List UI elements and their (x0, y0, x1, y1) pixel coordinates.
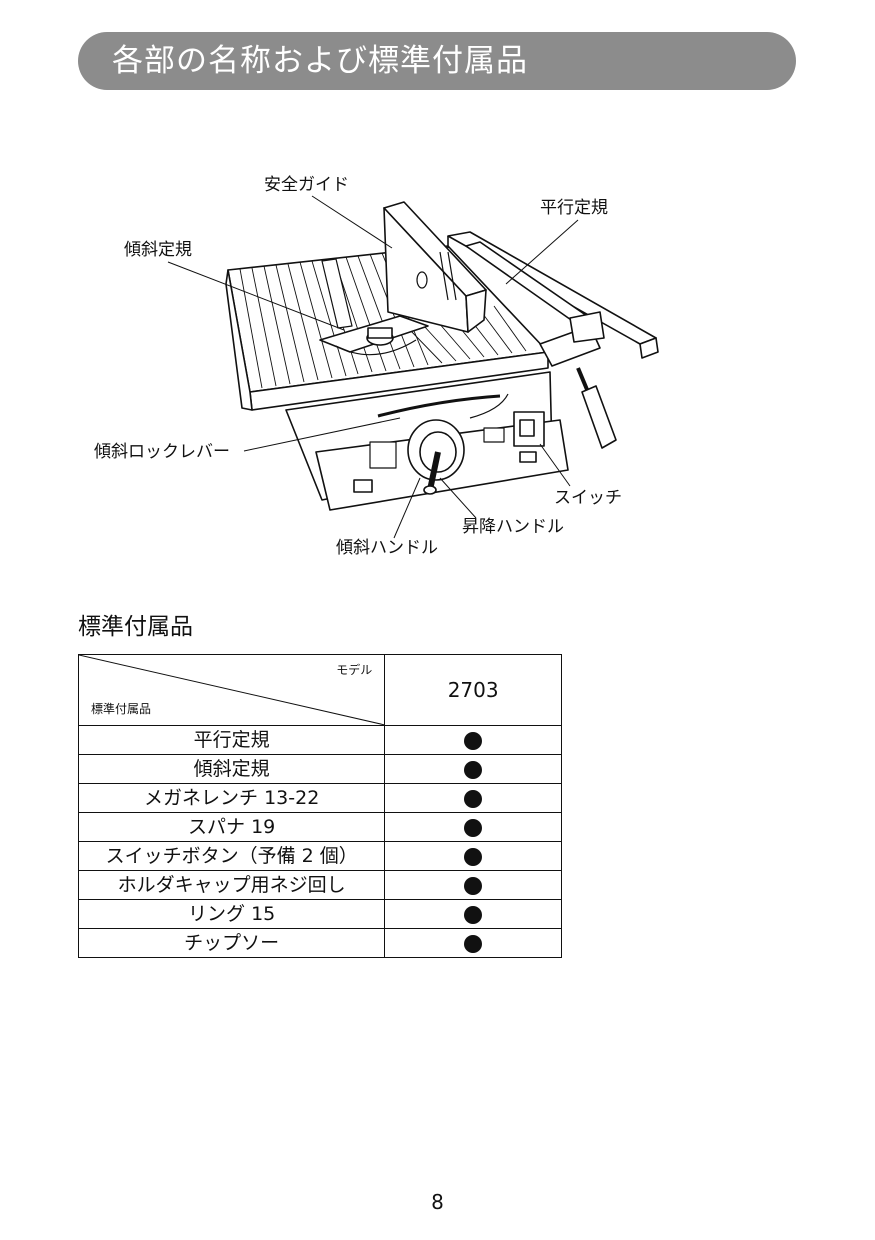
accessory-name: スイッチボタン（予備 2 個） (77, 841, 386, 871)
callout-parallel-ruler: 平行定規 (540, 198, 608, 218)
header-accessory-label: 標準付属品 (91, 702, 152, 716)
included-dot-icon (464, 905, 483, 924)
included-dot-icon (464, 818, 483, 837)
model-number: 2703 (384, 654, 562, 726)
included-dot-icon (464, 847, 483, 866)
included-cell (384, 783, 562, 813)
switch-box (513, 411, 545, 447)
accessories-title: 標準付属品 (78, 614, 193, 640)
callout-elevation-handle: 昇降ハンドル (462, 517, 564, 537)
table-row: 傾斜定規 (77, 754, 562, 784)
table-saw-illustration (167, 195, 659, 539)
accessory-name: ホルダキャップ用ネジ回し (77, 870, 386, 900)
accessory-name: チップソー (77, 928, 386, 958)
callout-bevel-handle: 傾斜ハンドル (336, 538, 438, 558)
miter-gauge (319, 315, 429, 356)
callout-miter-gauge: 傾斜定規 (124, 240, 192, 260)
handwheel (407, 419, 465, 495)
table-row: ホルダキャップ用ネジ回し (77, 870, 562, 900)
table-row: 平行定規 (77, 725, 562, 755)
included-cell (384, 841, 562, 871)
included-dot-icon (464, 934, 483, 953)
included-dot-icon (464, 731, 483, 750)
parallel-ruler-rail (447, 231, 659, 367)
header-model-label: モデル (336, 663, 373, 677)
included-cell (384, 812, 562, 842)
callout-switch: スイッチ (554, 488, 622, 508)
included-cell (384, 870, 562, 900)
fence-knob (576, 367, 617, 449)
callout-bevel-lock-lever: 傾斜ロックレバー (94, 442, 230, 462)
included-cell (384, 899, 562, 929)
table-row: スパナ 19 (77, 812, 562, 842)
accessories-table: モデル 標準付属品 2703 平行定規 傾斜定規 メガネレンチ 13-22 スパ… (77, 654, 562, 958)
included-cell (384, 725, 562, 755)
diagonal-line (79, 655, 385, 725)
header-diagonal-cell: モデル 標準付属品 (77, 654, 386, 726)
leader-lines (167, 195, 579, 539)
accessory-name: スパナ 19 (77, 812, 386, 842)
included-cell (384, 928, 562, 958)
accessory-name: メガネレンチ 13-22 (77, 783, 386, 813)
table-row: メガネレンチ 13-22 (77, 783, 562, 813)
included-dot-icon (464, 760, 483, 779)
page-title: 各部の名称および標準付属品 (112, 43, 528, 79)
table-row: リング 15 (77, 899, 562, 929)
table-header-row: モデル 標準付属品 2703 (77, 654, 562, 726)
safety-guide (383, 201, 487, 333)
accessory-name: リング 15 (77, 899, 386, 929)
title-bar: 各部の名称および標準付属品 (78, 32, 796, 90)
table-row: スイッチボタン（予備 2 個） (77, 841, 562, 871)
included-dot-icon (464, 789, 483, 808)
included-dot-icon (464, 876, 483, 895)
page-number: 8 (431, 1190, 444, 1214)
accessory-name: 傾斜定規 (77, 754, 386, 784)
included-cell (384, 754, 562, 784)
callout-safety-guide: 安全ガイド (264, 175, 349, 195)
accessory-name: 平行定規 (77, 725, 386, 755)
table-row: チップソー (77, 928, 562, 958)
